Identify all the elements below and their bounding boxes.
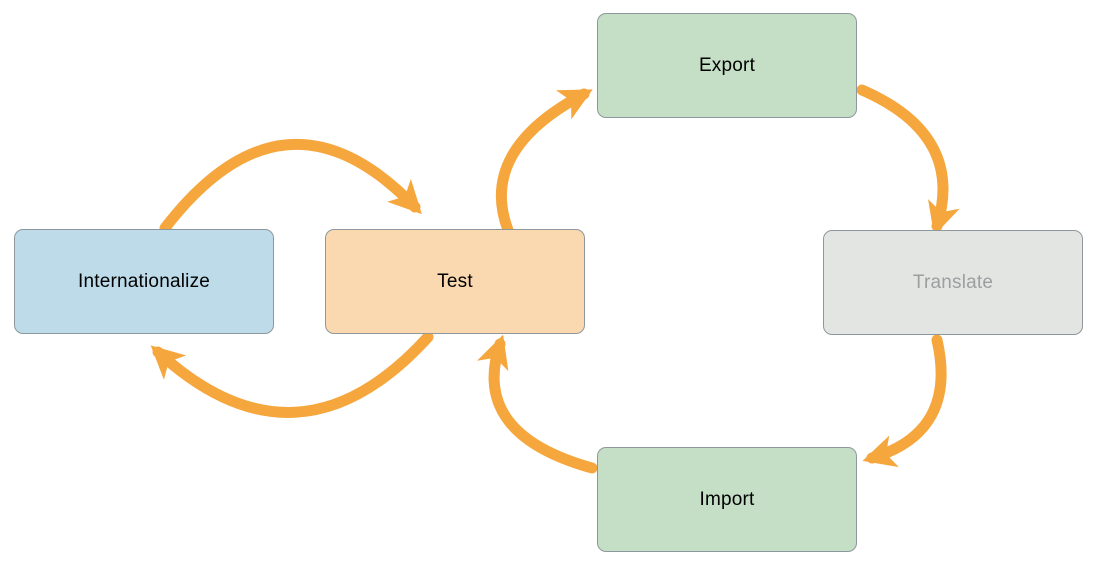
node-test-label: Test (437, 270, 473, 292)
node-translate-label: Translate (912, 271, 994, 293)
node-test: Test (325, 229, 585, 334)
arrow-export-to-translate (856, 84, 960, 236)
node-internationalize-label: Internationalize (77, 270, 211, 292)
node-translate: Translate (823, 230, 1083, 335)
arrow-translate-to-import (862, 334, 947, 468)
arrow-import-to-test (477, 334, 598, 474)
node-import-label: Import (699, 488, 755, 510)
arrow-test-to-export (495, 88, 593, 236)
arrow-internationalize-to-test (159, 138, 422, 234)
node-internationalize: Internationalize (14, 229, 274, 334)
node-export: Export (597, 13, 857, 118)
node-export-label: Export (698, 54, 756, 76)
arrow-test-to-internationalize (150, 331, 434, 418)
node-import: Import (597, 447, 857, 552)
